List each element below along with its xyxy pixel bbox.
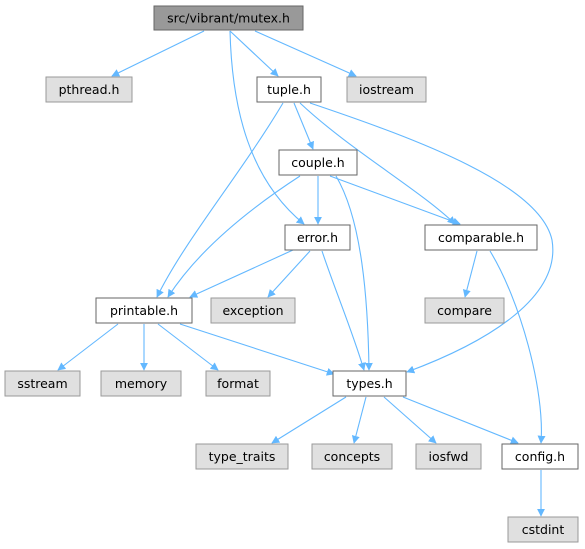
node-box-format [205, 370, 271, 397]
node-label-printable: printable.h [110, 303, 178, 318]
node-iostream: iostream [346, 76, 427, 103]
node-label-iostream: iostream [359, 82, 414, 97]
edge-comparable-to-config [489, 250, 546, 444]
node-label-types: types.h [346, 376, 392, 391]
node-couple[interactable]: couple.h [278, 149, 358, 176]
edge-mutex-to-pthread [111, 30, 205, 77]
node-box-pthread [45, 76, 133, 103]
node-label-error: error.h [297, 230, 338, 245]
node-label-type_traits: type_traits [209, 449, 276, 464]
node-box-couple [278, 149, 358, 176]
node-box-types [332, 370, 407, 397]
edge-tuple-to-types [309, 102, 554, 374]
node-printable[interactable]: printable.h [95, 297, 193, 324]
node-tuple[interactable]: tuple.h [256, 76, 322, 103]
edge-tuple-to-comparable [299, 102, 456, 225]
node-label-sstream: sstream [17, 376, 67, 391]
node-box-sstream [4, 370, 81, 397]
edge-printable-to-sstream [57, 323, 119, 371]
node-label-couple: couple.h [291, 155, 344, 170]
edge-error-to-printable [189, 249, 294, 298]
node-concepts: concepts [311, 443, 393, 470]
node-box-mutex [153, 5, 304, 31]
edge-couple-to-comparable [329, 175, 461, 226]
node-box-iosfwd [415, 443, 482, 470]
node-label-concepts: concepts [324, 449, 380, 464]
edge-tuple-to-couple [293, 102, 314, 150]
edge-tuple-to-printable [156, 102, 284, 298]
edge-couple-to-types [335, 175, 373, 371]
node-memory: memory [100, 370, 182, 397]
node-label-memory: memory [115, 376, 168, 391]
edge-couple-to-printable [167, 175, 301, 298]
edge-types-to-config [402, 396, 519, 445]
edge-types-to-type_traits [271, 396, 347, 444]
node-label-mutex: src/vibrant/mutex.h [167, 11, 290, 26]
edge-mutex-to-tuple [229, 30, 279, 77]
node-box-printable [95, 297, 193, 324]
node-label-comparable: comparable.h [438, 230, 524, 245]
node-label-config: config.h [515, 449, 565, 464]
edges-layer [57, 30, 554, 517]
node-label-cstdint: cstdint [522, 522, 565, 537]
node-label-exception: exception [222, 303, 283, 318]
node-type_traits: type_traits [195, 443, 289, 470]
node-config[interactable]: config.h [501, 443, 579, 470]
node-compare: compare [424, 297, 505, 324]
node-format: format [205, 370, 271, 397]
node-box-concepts [311, 443, 393, 470]
node-box-iostream [346, 76, 427, 103]
node-box-config [501, 443, 579, 470]
node-types[interactable]: types.h [332, 370, 407, 397]
edge-types-to-iosfwd [383, 396, 437, 444]
node-box-compare [424, 297, 505, 324]
node-label-tuple: tuple.h [267, 82, 311, 97]
node-iosfwd: iosfwd [415, 443, 482, 470]
node-cstdint: cstdint [507, 516, 579, 543]
node-sstream: sstream [4, 370, 81, 397]
node-box-cstdint [507, 516, 579, 543]
node-box-tuple [256, 76, 322, 103]
node-box-comparable [424, 224, 538, 251]
node-box-type_traits [195, 443, 289, 470]
edge-error-to-types [321, 250, 366, 371]
node-error[interactable]: error.h [284, 224, 351, 251]
node-exception: exception [210, 297, 296, 324]
edge-mutex-to-iostream [254, 30, 357, 77]
node-label-compare: compare [437, 303, 492, 318]
node-mutex[interactable]: src/vibrant/mutex.h [153, 5, 304, 31]
edge-comparable-to-compare [462, 250, 478, 298]
node-pthread: pthread.h [45, 76, 133, 103]
node-box-memory [100, 370, 182, 397]
nodes-layer: src/vibrant/mutex.h pthread.h tuple.h iostr… [4, 5, 579, 543]
edge-error-to-exception [267, 250, 311, 298]
node-box-exception [210, 297, 296, 324]
edge-printable-to-format [157, 323, 219, 371]
edge-printable-to-types [179, 323, 335, 376]
node-label-pthread: pthread.h [59, 82, 120, 97]
node-label-format: format [217, 376, 259, 391]
node-label-iosfwd: iosfwd [429, 449, 469, 464]
edge-types-to-concepts [351, 396, 367, 444]
node-box-error [284, 224, 351, 251]
node-comparable[interactable]: comparable.h [424, 224, 538, 251]
edge-mutex-to-error [229, 30, 305, 225]
